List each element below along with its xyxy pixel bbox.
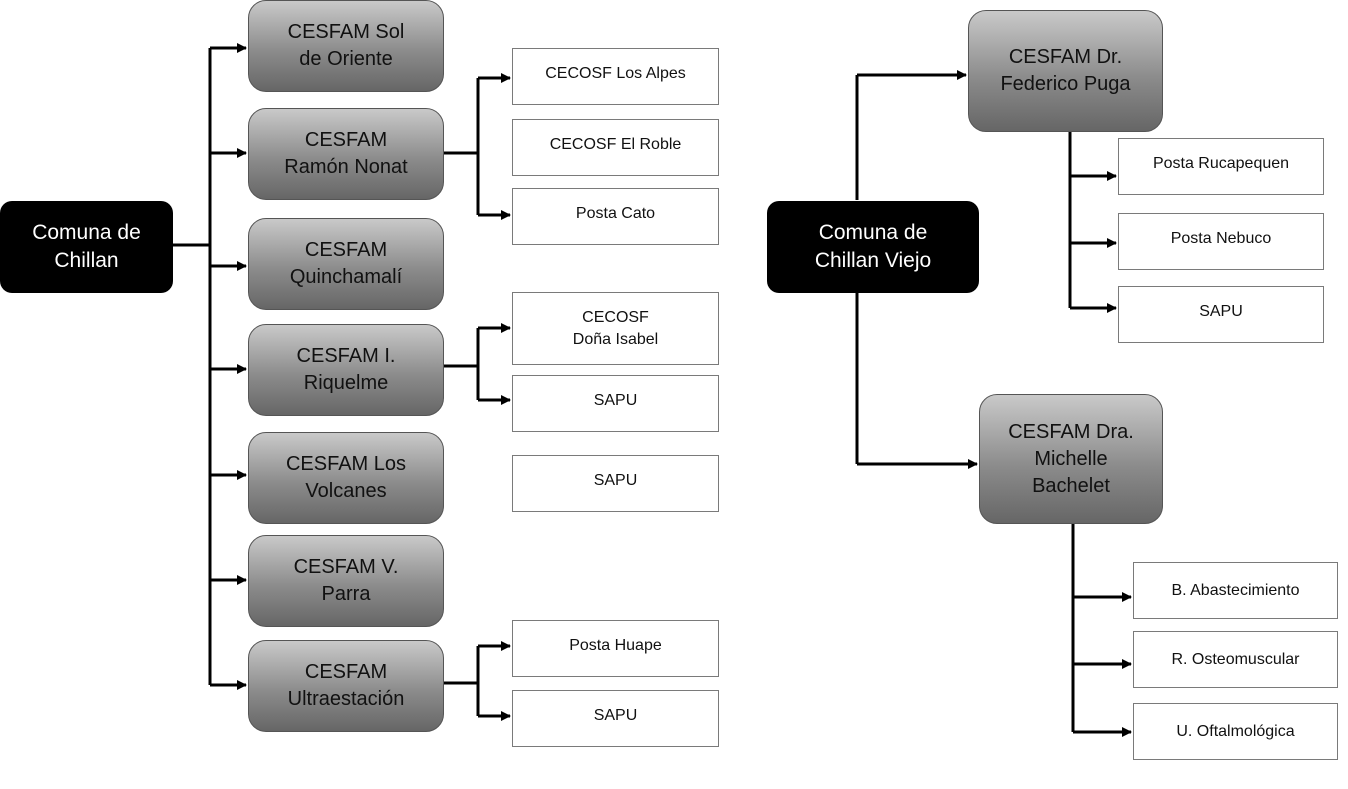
cesfam-quinchamali-node: CESFAM Quinchamalí (248, 218, 444, 310)
comuna-chillan-node: Comuna de Chillan (0, 201, 173, 293)
cesfam-los-volcanes-node: CESFAM Los Volcanes (248, 432, 444, 524)
cesfam-federico-puga-node: CESFAM Dr. Federico Puga (968, 10, 1163, 132)
posta-cato-node: Posta Cato (512, 188, 719, 245)
cesfam-riquelme-node: CESFAM I. Riquelme (248, 324, 444, 416)
u-oftalmologica-node: U. Oftalmológica (1133, 703, 1338, 760)
bodega-abastecimiento-node: B. Abastecimiento (1133, 562, 1338, 619)
cesfam-v-parra-node: CESFAM V. Parra (248, 535, 444, 627)
cecosf-los-alpes-node: CECOSF Los Alpes (512, 48, 719, 105)
cesfam-michelle-bachelet-node: CESFAM Dra. Michelle Bachelet (979, 394, 1163, 524)
cesfam-ramon-nonat-node: CESFAM Ramón Nonat (248, 108, 444, 200)
r-osteomuscular-node: R. Osteomuscular (1133, 631, 1338, 688)
cecosf-dona-isabel-node: CECOSF Doña Isabel (512, 292, 719, 365)
sapu-los-volcanes-node: SAPU (512, 455, 719, 512)
posta-nebuco-node: Posta Nebuco (1118, 213, 1324, 270)
comuna-chillan-viejo-node: Comuna de Chillan Viejo (767, 201, 979, 293)
posta-rucapequen-node: Posta Rucapequen (1118, 138, 1324, 195)
sapu-ultraestacion-node: SAPU (512, 690, 719, 747)
cecosf-el-roble-node: CECOSF El Roble (512, 119, 719, 176)
cesfam-ultraestacion-node: CESFAM Ultraestación (248, 640, 444, 732)
sapu-riquelme-node: SAPU (512, 375, 719, 432)
cesfam-sol-de-oriente-node: CESFAM Sol de Oriente (248, 0, 444, 92)
sapu-federico-puga-node: SAPU (1118, 286, 1324, 343)
posta-huape-node: Posta Huape (512, 620, 719, 677)
